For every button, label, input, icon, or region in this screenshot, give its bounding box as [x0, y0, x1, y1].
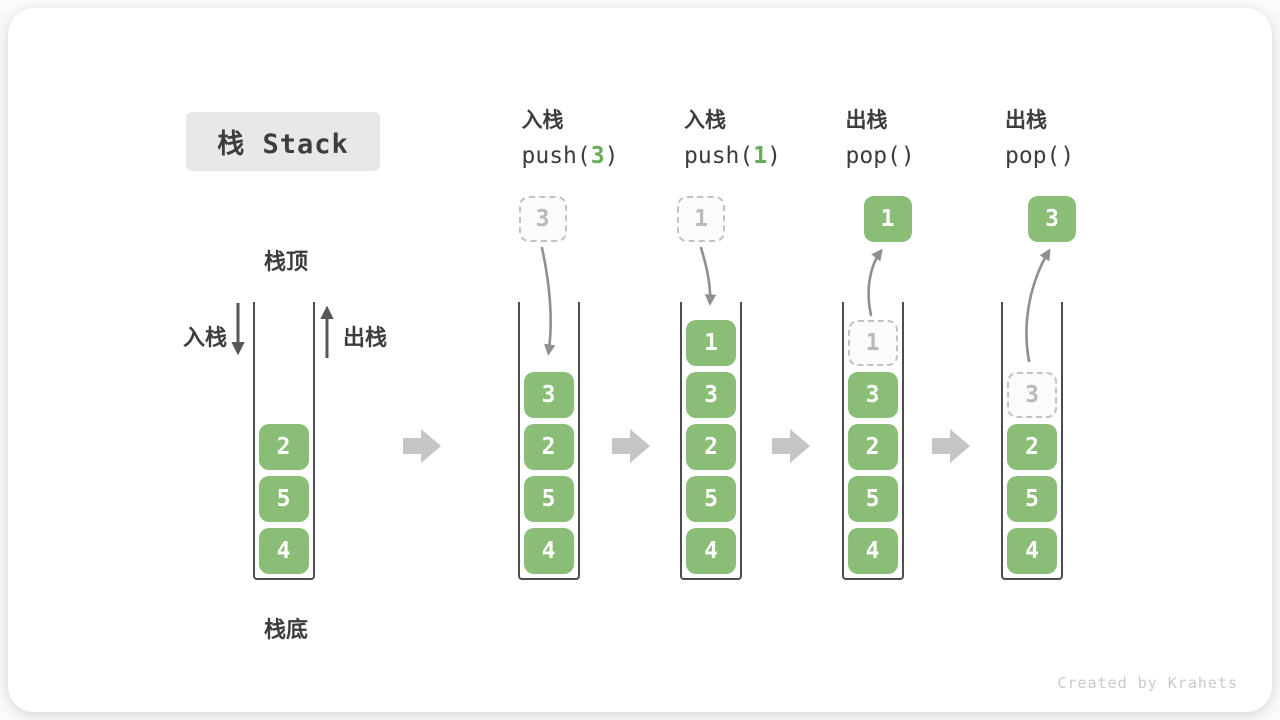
stack-cell: 2	[686, 424, 736, 470]
stack-cell: 4	[1007, 528, 1057, 574]
operation-code-text: )	[604, 143, 619, 169]
popped-value-cell: 3	[1028, 196, 1076, 242]
stack-cell: 5	[847, 476, 898, 522]
stack-cell: 5	[686, 476, 736, 522]
operation-code: pop()	[846, 143, 915, 169]
stack-cell: 2	[258, 424, 309, 470]
stack-cell: 4	[258, 528, 309, 574]
pop-direction-label: 出栈	[343, 326, 388, 351]
stack-cell: 4	[686, 528, 736, 574]
operation-code-argument: 3	[590, 143, 605, 169]
stack-cell: 1	[686, 320, 736, 366]
popped-value-cell: 1	[863, 196, 912, 242]
operation-code: push(1)	[684, 143, 781, 169]
stack-cell-ghost: 3	[1007, 372, 1057, 418]
stack-cell: 2	[847, 424, 898, 470]
stack-bottom-label: 栈底	[263, 618, 308, 643]
stack-container-after-push-1	[680, 302, 742, 580]
stack-container-after-pop-3	[1001, 302, 1063, 580]
stack-container-after-pop-1	[841, 302, 904, 580]
diagram-title: 栈 Stack	[217, 129, 349, 160]
stack-container-initial-stack	[252, 302, 315, 580]
stack-cell: 5	[1007, 476, 1057, 522]
operation-code: push(3)	[522, 143, 619, 169]
operation-code: pop()	[1005, 143, 1074, 169]
operation-label-after-pop-3: 出栈 pop()	[1005, 104, 1074, 169]
operation-code-text: push(	[521, 143, 591, 169]
stack-cell: 5	[523, 476, 574, 522]
operation-code-argument: 1	[753, 143, 768, 169]
operation-label-after-pop-1: 出栈 pop()	[846, 104, 915, 169]
stack-cell: 3	[847, 372, 898, 418]
stack-cell: 3	[686, 372, 736, 418]
operation-label-after-push-1: 入栈 push(1)	[684, 104, 781, 169]
stack-container-after-push-3	[517, 302, 580, 580]
floating-ghost-cell: 1	[677, 196, 725, 242]
stack-top-label: 栈顶	[263, 250, 308, 275]
floating-ghost-cell: 3	[518, 196, 567, 242]
stack-cell-ghost: 1	[847, 320, 898, 366]
stack-cell: 2	[1007, 424, 1057, 470]
stack-cell: 2	[523, 424, 574, 470]
stack-cell: 4	[523, 528, 574, 574]
stack-cell: 4	[847, 528, 898, 574]
operation-name: 出栈	[1005, 108, 1047, 132]
stack-cell: 3	[523, 372, 574, 418]
diagram-title-box: 栈 Stack	[186, 112, 380, 171]
operation-code-text: pop()	[845, 143, 915, 169]
operation-code-text: push(	[684, 143, 754, 169]
operation-label-after-push-3: 入栈 push(3)	[522, 104, 619, 169]
operation-name: 出栈	[845, 108, 888, 132]
push-direction-label: 入栈	[183, 326, 228, 351]
operation-name: 入栈	[684, 108, 726, 132]
operation-code-text: )	[767, 143, 781, 169]
operation-code-text: pop()	[1005, 143, 1075, 169]
watermark: Created by Krahets	[1057, 674, 1238, 692]
operation-name: 入栈	[521, 108, 564, 132]
stack-cell: 5	[258, 476, 309, 522]
